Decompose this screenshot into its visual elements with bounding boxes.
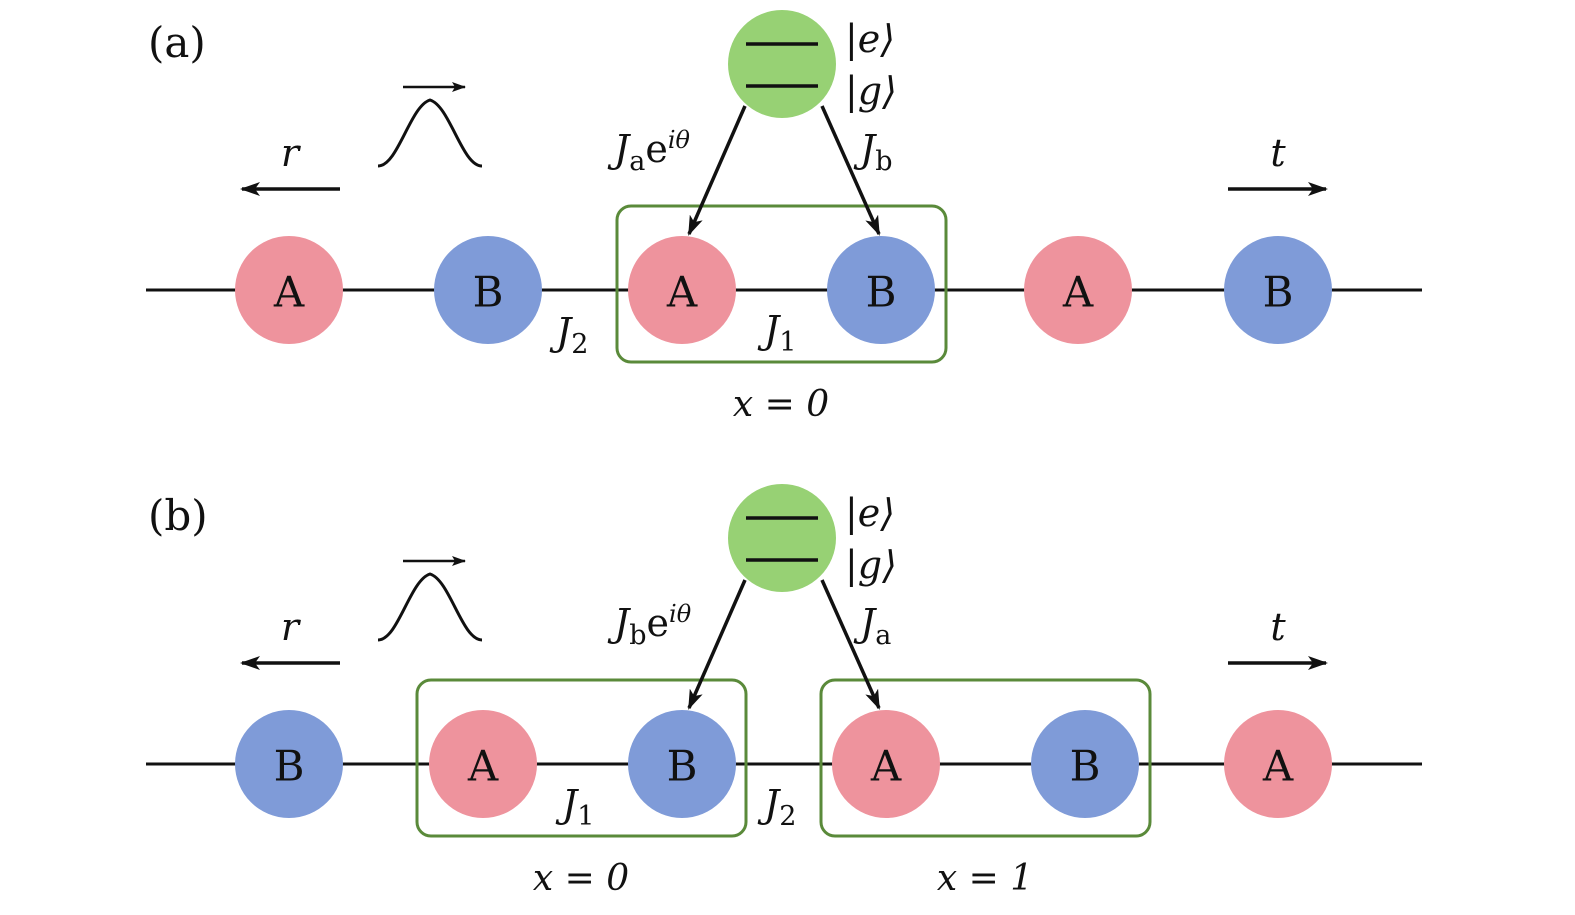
site-label: B xyxy=(1070,742,1101,791)
right-coupling-label: Ja xyxy=(853,601,891,651)
site-b-circle xyxy=(1031,710,1139,818)
unit-cell-box-x0 xyxy=(415,678,748,838)
unit-cell-box-x1 xyxy=(819,678,1152,838)
site-label: B xyxy=(473,268,504,317)
two-level-atom xyxy=(728,484,836,592)
coupling-arrow-left xyxy=(687,105,747,236)
coupling-arrow-right xyxy=(820,579,881,710)
site-label: A xyxy=(273,268,305,317)
cell-label-x0: x = 0 xyxy=(533,858,629,899)
site-b-3: A xyxy=(832,710,940,818)
site-a-2: A xyxy=(628,236,736,344)
ground-state-label: |g⟩ xyxy=(845,69,897,113)
site-a-circle xyxy=(832,710,940,818)
atom-circle xyxy=(728,10,836,118)
site-a-circle xyxy=(628,236,736,344)
site-b-circle xyxy=(827,236,935,344)
ground-state-label: |g⟩ xyxy=(845,543,897,587)
right-coupling-label: Jb xyxy=(853,127,893,177)
site-b-1: A xyxy=(429,710,537,818)
atom-circle xyxy=(728,484,836,592)
site-label: A xyxy=(666,268,698,317)
panel-a-label: (a) xyxy=(148,18,206,67)
site-label: B xyxy=(667,742,698,791)
panel-a: (a) A B A B A B J2 J xyxy=(146,10,1422,425)
excited-state-label: |e⟩ xyxy=(845,491,895,535)
site-label: A xyxy=(870,742,902,791)
wave-packet-icon xyxy=(377,572,483,642)
panel-b-label: (b) xyxy=(148,491,208,540)
site-label: B xyxy=(1263,268,1294,317)
site-label: A xyxy=(467,742,499,791)
site-b-2: B xyxy=(628,710,736,818)
site-b-circle xyxy=(1224,236,1332,344)
site-a-circle xyxy=(235,236,343,344)
cell-label-x1: x = 1 xyxy=(937,858,1033,899)
site-label: B xyxy=(866,268,897,317)
site-a-circle xyxy=(1024,236,1132,344)
excited-state-label: |e⟩ xyxy=(845,17,895,61)
site-b-circle xyxy=(434,236,542,344)
site-b-circle xyxy=(628,710,736,818)
transmission-label: t xyxy=(1270,605,1286,649)
site-b-0: B xyxy=(235,710,343,818)
site-a-3: B xyxy=(827,236,935,344)
left-coupling-label: Jaeiθ xyxy=(607,126,691,177)
panel-b: (b) B A B A B A J1 J2 x = 0 xyxy=(146,484,1422,899)
site-a-0: A xyxy=(235,236,343,344)
site-a-4: A xyxy=(1024,236,1132,344)
unit-cell-box xyxy=(615,204,948,364)
site-label: A xyxy=(1262,742,1294,791)
reflection-label: r xyxy=(281,131,302,175)
coupling-arrow-right xyxy=(820,105,881,236)
site-a-1: B xyxy=(434,236,542,344)
site-a-circle xyxy=(1224,710,1332,818)
cell-label-x0: x = 0 xyxy=(733,384,829,425)
inter-hopping-label: J2 xyxy=(549,310,588,360)
intra-hopping-label: J1 xyxy=(757,308,796,358)
intra-hopping-label: J1 xyxy=(555,782,594,832)
site-b-circle xyxy=(235,710,343,818)
wave-packet-icon xyxy=(377,98,483,168)
coupling-arrow-left xyxy=(687,579,747,710)
site-label: B xyxy=(274,742,305,791)
two-level-atom xyxy=(728,10,836,118)
transmission-label: t xyxy=(1270,131,1286,175)
site-label: A xyxy=(1062,268,1094,317)
site-b-5: A xyxy=(1224,710,1332,818)
site-b-4: B xyxy=(1031,710,1139,818)
site-a-circle xyxy=(429,710,537,818)
left-coupling-label: Jbeiθ xyxy=(607,600,692,651)
site-a-5: B xyxy=(1224,236,1332,344)
reflection-label: r xyxy=(281,605,302,649)
inter-hopping-label: J2 xyxy=(757,782,796,832)
